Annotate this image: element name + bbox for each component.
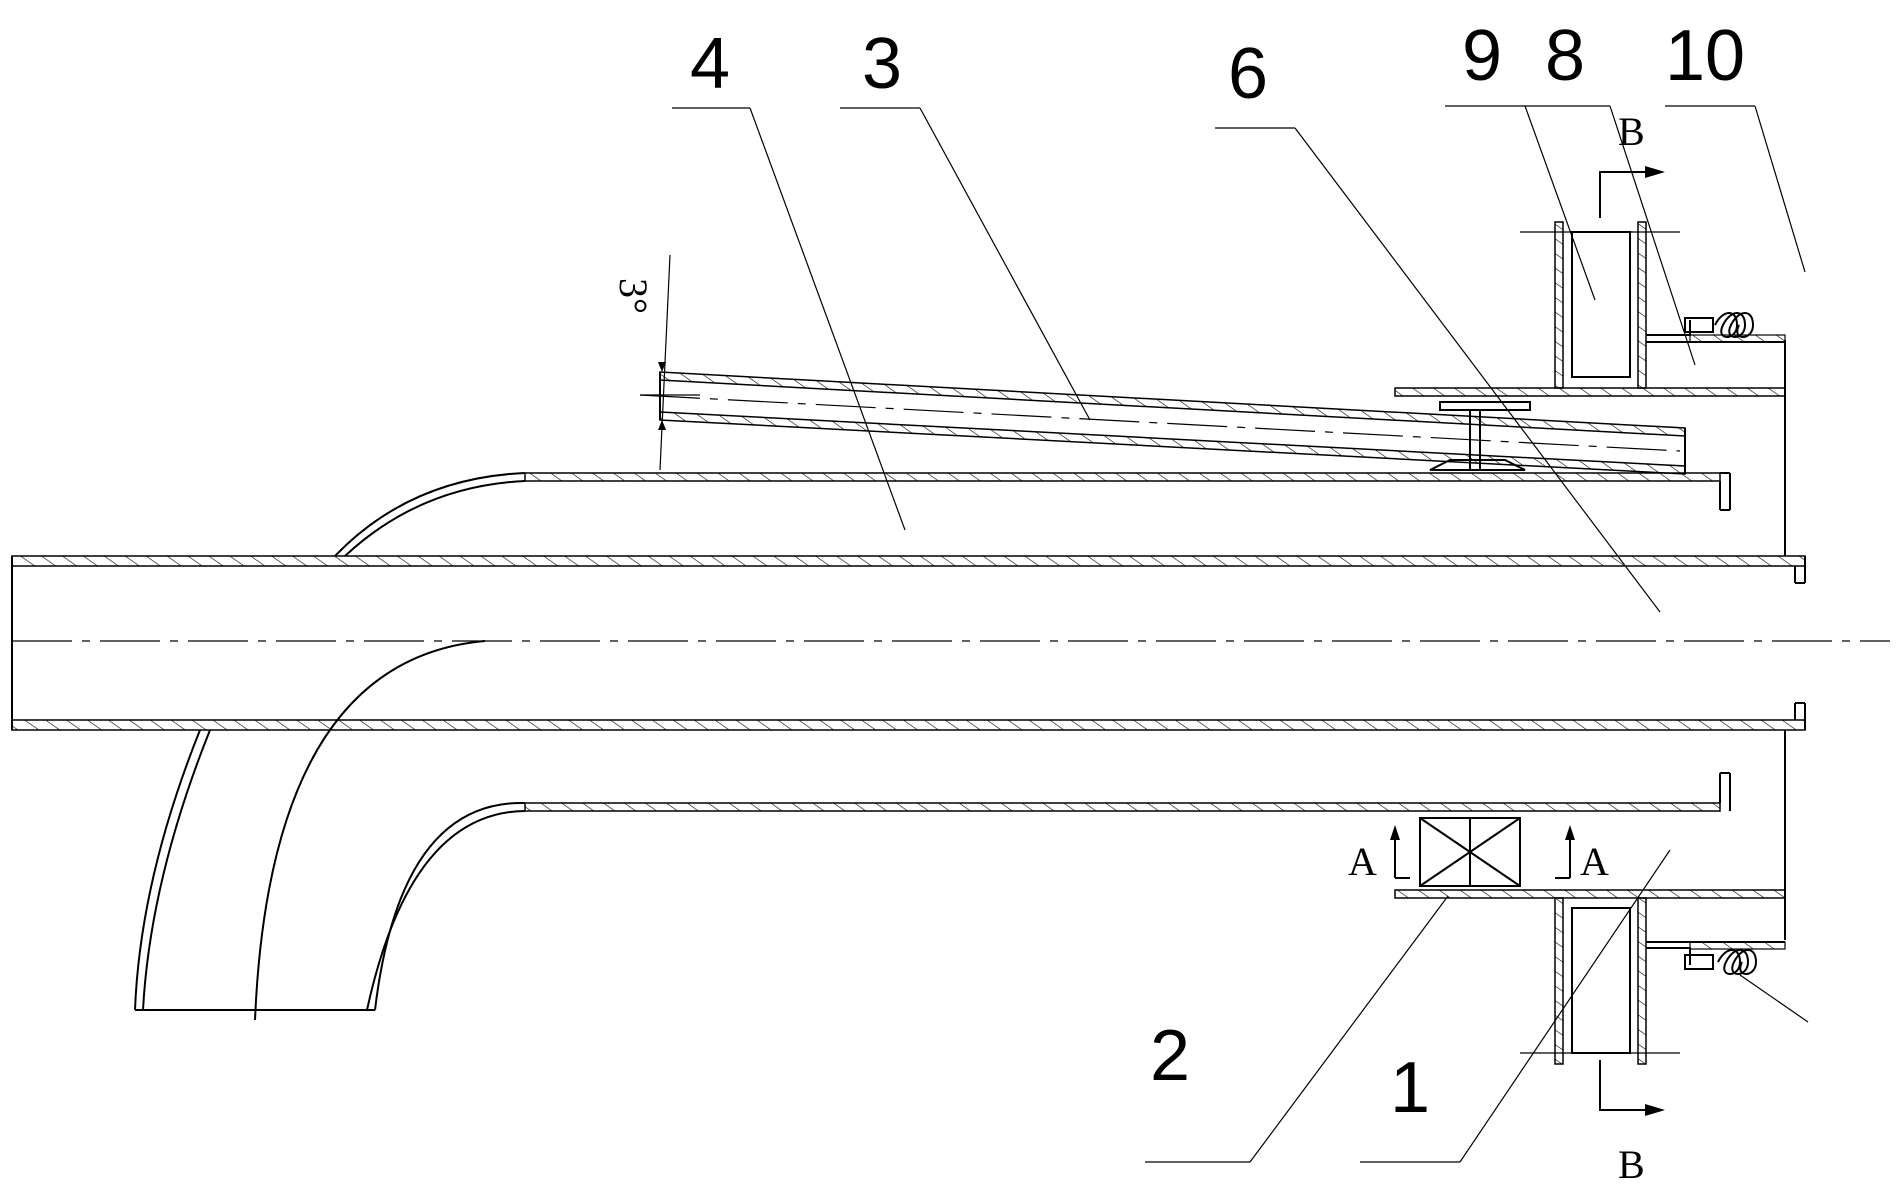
label-part-8: 8 bbox=[1545, 16, 1585, 96]
label-part-10: 10 bbox=[1665, 16, 1745, 96]
label-part-4: 4 bbox=[690, 24, 730, 104]
section-b-top: B bbox=[1618, 109, 1645, 154]
leader-lines bbox=[672, 105, 1809, 1163]
section-a-right: A bbox=[1580, 839, 1609, 884]
outer-sleeve bbox=[134, 472, 1731, 1021]
label-part-6: 6 bbox=[1228, 34, 1268, 114]
section-b-bottom: B bbox=[1618, 1142, 1645, 1187]
label-part-3: 3 bbox=[862, 24, 902, 104]
angle-annotation: 3° bbox=[611, 254, 700, 471]
top-housing bbox=[1394, 166, 1786, 556]
section-a-left: A bbox=[1348, 839, 1377, 884]
main-pipe bbox=[11, 555, 1890, 731]
angle-label: 3° bbox=[611, 278, 656, 314]
inclined-tube bbox=[639, 371, 1686, 475]
label-part-9: 9 bbox=[1462, 16, 1502, 96]
bottom-housing bbox=[1394, 730, 1786, 1116]
label-part-1: 1 bbox=[1390, 1048, 1430, 1128]
label-part-2: 2 bbox=[1150, 1016, 1190, 1096]
part-2-valve bbox=[1390, 817, 1575, 887]
part-numbers: 4 3 6 9 8 10 2 1 bbox=[690, 16, 1745, 1128]
section-marks: A A B B bbox=[1348, 109, 1645, 1187]
